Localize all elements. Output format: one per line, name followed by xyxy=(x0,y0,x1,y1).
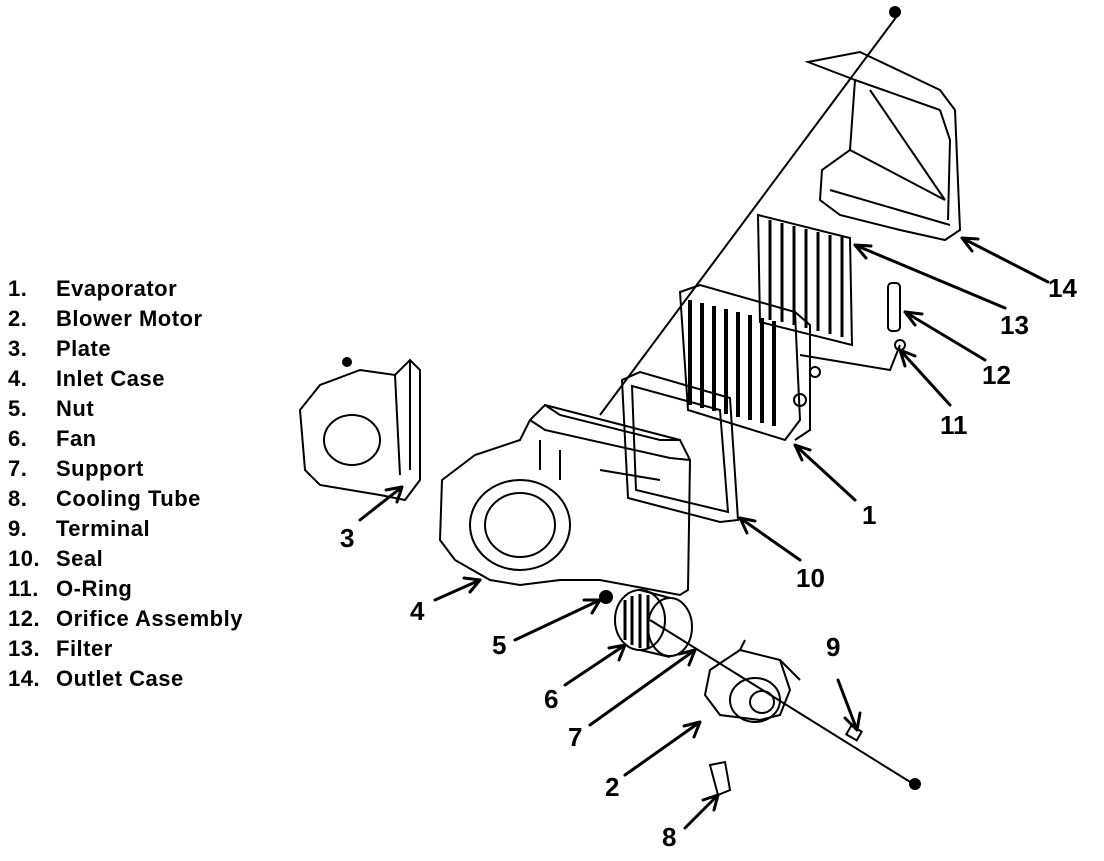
leader-11 xyxy=(898,348,952,407)
legend-label: Cooling Tube xyxy=(56,486,201,511)
fan xyxy=(614,589,693,658)
outlet-case xyxy=(804,6,962,242)
legend-number: 13. xyxy=(8,636,41,661)
legend-number: 3. xyxy=(8,336,28,361)
callout-12: 12 xyxy=(982,360,1011,390)
cooling-tube xyxy=(708,760,732,797)
legend-row: 10. Seal xyxy=(4,544,294,574)
leader-9 xyxy=(836,678,862,732)
legend-label: Nut xyxy=(56,396,95,421)
legend-row: 3. Plate xyxy=(4,334,294,364)
legend-label: Plate xyxy=(56,336,112,361)
callout-2: 2 xyxy=(605,772,620,802)
legend-label: Terminal xyxy=(56,516,151,541)
callout-4: 4 xyxy=(410,596,425,626)
callout-9: 9 xyxy=(826,632,841,662)
leader-10 xyxy=(738,516,802,562)
legend-label: Orifice Assembly xyxy=(56,606,243,631)
leader-2 xyxy=(623,720,702,777)
leader-1 xyxy=(793,443,857,502)
callout-1: 1 xyxy=(862,500,877,530)
callout-13: 13 xyxy=(1000,310,1029,340)
legend-row: 7. Support xyxy=(4,454,294,484)
callout-8: 8 xyxy=(662,822,677,852)
leader-8 xyxy=(683,793,720,830)
legend-number: 12. xyxy=(8,606,41,631)
callout-10: 10 xyxy=(796,563,825,593)
terminal xyxy=(844,724,921,790)
legend-row: 1. Evaporator xyxy=(4,274,294,304)
plate xyxy=(298,357,421,502)
legend-row: 6. Fan xyxy=(4,424,294,454)
callout-14: 14 xyxy=(1048,273,1077,303)
evaporator xyxy=(678,283,821,442)
legend-number: 8. xyxy=(8,486,28,511)
legend-row: 11. O-Ring xyxy=(4,574,294,604)
legend-label: Outlet Case xyxy=(56,666,184,691)
leader-5 xyxy=(513,598,602,642)
legend-number: 4. xyxy=(8,366,28,391)
legend-row: 12. Orifice Assembly xyxy=(4,604,294,634)
leader-6 xyxy=(563,643,627,687)
legend-label: Filter xyxy=(56,636,113,661)
legend-row: 14. Outlet Case xyxy=(4,664,294,694)
legend-label: Inlet Case xyxy=(56,366,165,391)
legend-row: 2. Blower Motor xyxy=(4,304,294,334)
callout-7: 7 xyxy=(568,722,583,752)
legend-row: 5. Nut xyxy=(4,394,294,424)
orifice-assembly xyxy=(799,282,906,372)
legend-label: O-Ring xyxy=(56,576,133,601)
parts-legend: 1. Evaporator 2. Blower Motor 3. Plate 4. In… xyxy=(4,274,294,694)
assembly-axis-line xyxy=(599,11,901,416)
legend-label: Blower Motor xyxy=(56,306,203,331)
legend-label: Seal xyxy=(56,546,104,571)
leader-13 xyxy=(853,243,1007,310)
callout-6: 6 xyxy=(544,684,559,714)
assembly-axis-line-lower xyxy=(649,619,916,786)
legend-label: Fan xyxy=(56,426,97,451)
legend-number: 14. xyxy=(8,666,41,691)
callout-11: 11 xyxy=(940,410,968,440)
legend-number: 5. xyxy=(8,396,28,421)
leader-3 xyxy=(358,485,404,522)
legend-row: 13. Filter xyxy=(4,634,294,664)
legend-number: 9. xyxy=(8,516,28,541)
legend-number: 6. xyxy=(8,426,28,451)
legend-row: 8. Cooling Tube xyxy=(4,484,294,514)
blower-motor xyxy=(703,639,801,723)
filter xyxy=(756,213,854,347)
legend-row: 9. Terminal xyxy=(4,514,294,544)
leader-4 xyxy=(433,576,482,602)
legend-number: 10. xyxy=(8,546,41,571)
seal xyxy=(620,370,740,524)
legend-number: 1. xyxy=(8,276,28,301)
legend-number: 11. xyxy=(8,576,39,601)
inlet-case xyxy=(438,403,692,597)
leader-12 xyxy=(903,310,987,362)
legend-label: Support xyxy=(56,456,144,481)
legend-label: Evaporator xyxy=(56,276,178,301)
callout-3: 3 xyxy=(340,523,355,553)
callout-5: 5 xyxy=(492,630,507,660)
legend-number: 7. xyxy=(8,456,28,481)
legend-number: 2. xyxy=(8,306,28,331)
nut xyxy=(599,590,613,604)
leader-14 xyxy=(960,236,1050,284)
leader-7 xyxy=(588,648,697,727)
legend-row: 4. Inlet Case xyxy=(4,364,294,394)
